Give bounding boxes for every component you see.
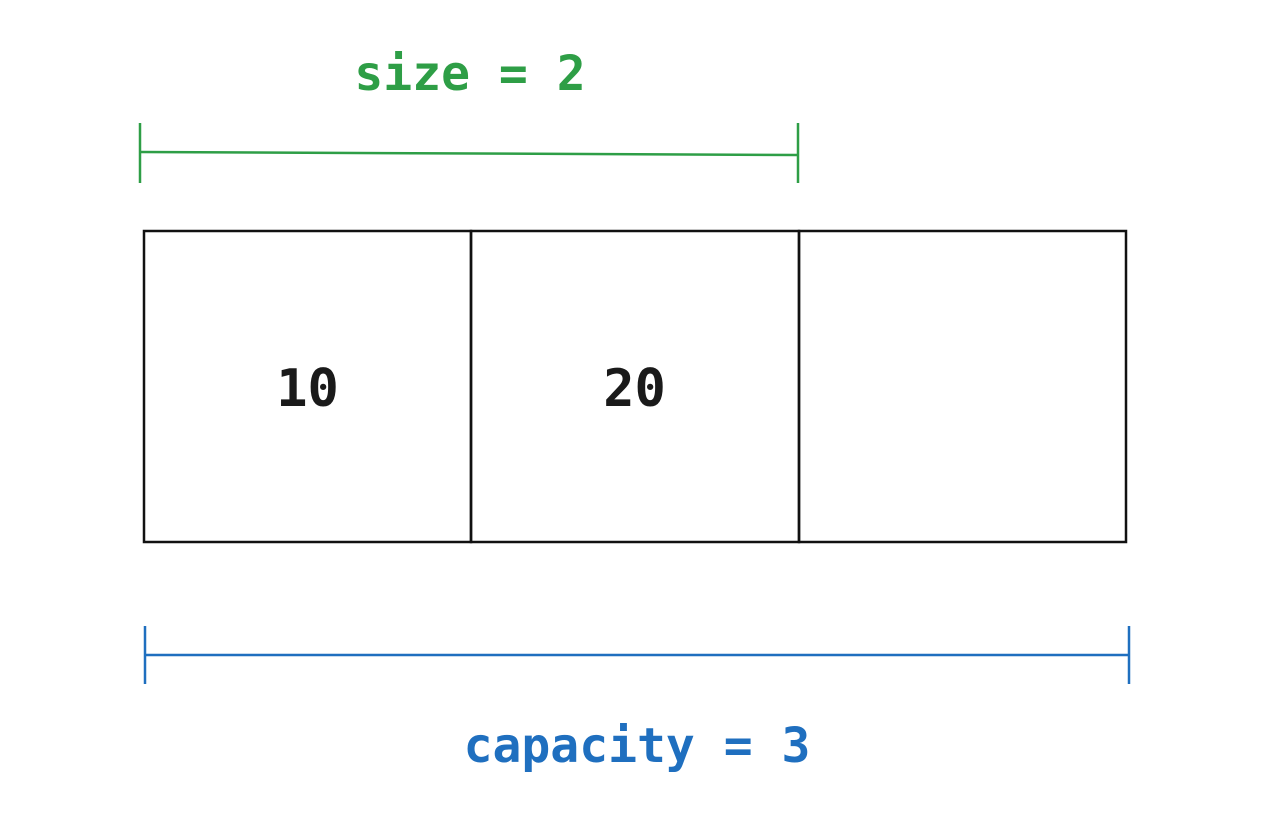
size-bracket-line (139, 150, 799, 157)
array-cell-value: 10 (276, 359, 339, 419)
array-cell-value: 20 (603, 359, 666, 419)
array-cell-2 (797, 229, 1128, 544)
size-label: size = 2 (354, 46, 586, 102)
capacity-label: capacity = 3 (463, 718, 811, 774)
size-bracket (138, 123, 800, 183)
capacity-bracket (143, 626, 1131, 684)
array-cells (142, 229, 1128, 544)
